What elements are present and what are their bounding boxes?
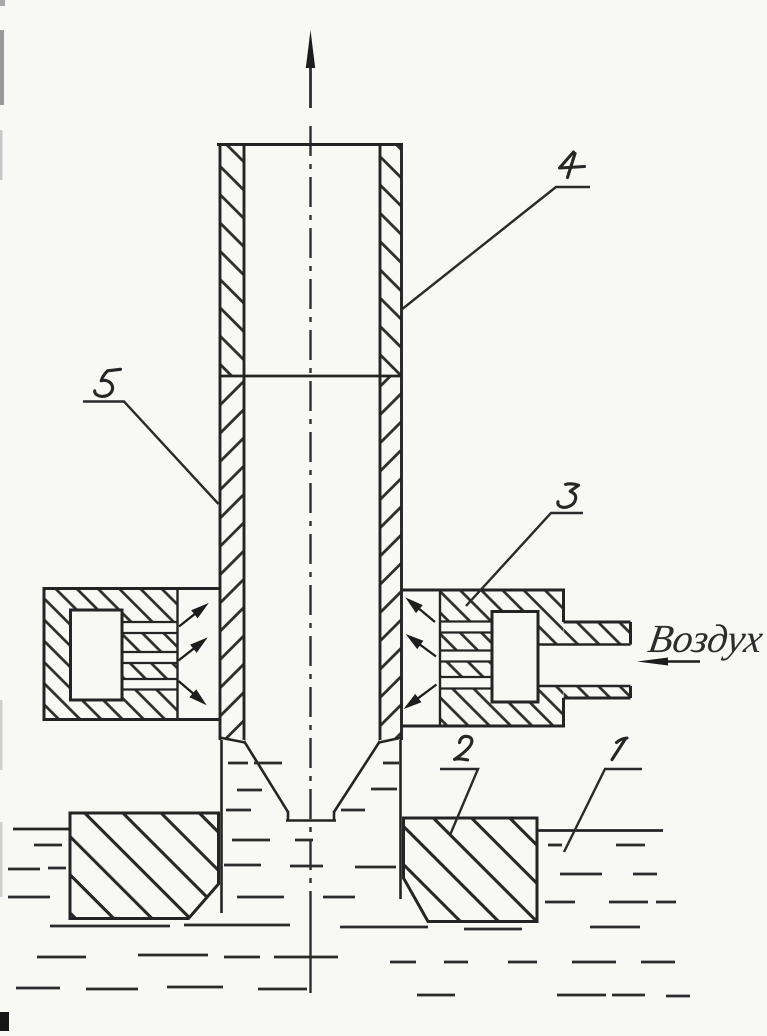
svg-text:Воздух: Воздух <box>645 616 766 661</box>
